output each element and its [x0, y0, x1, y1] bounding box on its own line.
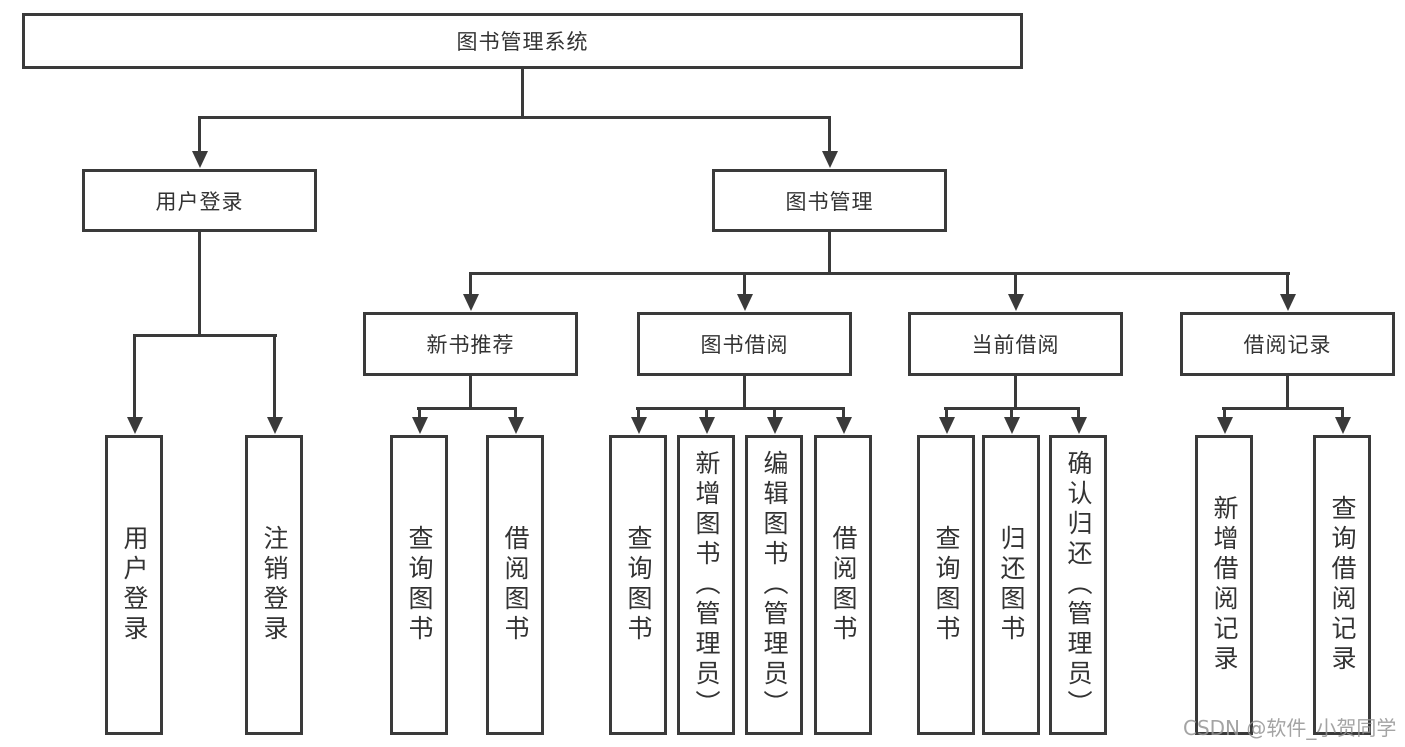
arrow-to-borrowing-records-icon — [1279, 273, 1296, 311]
arrow-to-query-books-2-icon — [630, 408, 647, 434]
node-confirm-return-admin: 确认归还（管理员） — [1049, 435, 1107, 735]
node-user-login-leaf: 用户登录 — [105, 435, 163, 735]
node-query-books-3: 查询图书 — [917, 435, 975, 735]
node-edit-book-admin: 编辑图书（管理员） — [745, 435, 803, 735]
connector-root-stub — [521, 69, 524, 118]
arrow-to-user-login-icon — [191, 117, 208, 168]
node-book-management: 图书管理 — [712, 169, 947, 232]
node-query-books-1: 查询图书 — [390, 435, 448, 735]
connector-new-book-stub — [469, 376, 472, 408]
node-borrow-books-1: 借阅图书 — [486, 435, 544, 735]
arrow-to-query-borrow-record-icon — [1334, 408, 1351, 434]
arrow-to-book-management-icon — [821, 117, 838, 168]
arrow-to-add-borrow-record-icon — [1216, 408, 1233, 434]
connector-book-borrowing-stub — [743, 376, 746, 408]
node-query-borrow-record: 查询借阅记录 — [1313, 435, 1371, 735]
csdn-watermark: CSDN @软件_小贺同学 — [1183, 716, 1397, 740]
connector-book-management-stub — [828, 232, 831, 274]
node-return-books: 归还图书 — [982, 435, 1040, 735]
node-new-book-recommendation: 新书推荐 — [363, 312, 578, 376]
arrow-to-borrow-books-1-icon — [507, 408, 524, 434]
node-add-borrow-record: 新增借阅记录 — [1195, 435, 1253, 735]
arrow-to-book-borrowing-icon — [736, 273, 753, 311]
node-book-borrowing: 图书借阅 — [637, 312, 852, 376]
arrow-to-user-login-leaf-icon — [126, 335, 143, 434]
arrow-to-return-books-icon — [1003, 408, 1020, 434]
node-borrow-books-2: 借阅图书 — [814, 435, 872, 735]
arrow-to-borrow-books-2-icon — [835, 408, 852, 434]
connector-book-management-hline — [469, 272, 1290, 275]
connector-root-hline — [198, 116, 831, 119]
node-borrowing-records: 借阅记录 — [1180, 312, 1395, 376]
node-logout: 注销登录 — [245, 435, 303, 735]
connector-new-book-hline — [417, 407, 517, 410]
arrow-to-current-borrowing-icon — [1007, 273, 1024, 311]
arrow-to-query-books-1-icon — [411, 408, 428, 434]
connector-user-login-stub — [198, 232, 201, 336]
connector-current-borrowing-stub — [1014, 376, 1017, 408]
node-user-login: 用户登录 — [82, 169, 317, 232]
node-add-book-admin: 新增图书（管理员） — [677, 435, 735, 735]
arrow-to-add-book-icon — [698, 408, 715, 434]
connector-book-borrowing-hline — [636, 407, 845, 410]
arrow-to-query-books-3-icon — [938, 408, 955, 434]
connector-borrowing-records-stub — [1286, 376, 1289, 408]
arrow-to-logout-icon — [266, 335, 283, 434]
arrow-to-confirm-return-icon — [1070, 408, 1087, 434]
connector-borrowing-records-hline — [1222, 407, 1344, 410]
node-current-borrowing: 当前借阅 — [908, 312, 1123, 376]
node-library-management-system: 图书管理系统 — [22, 13, 1023, 69]
arrow-to-new-book-recommendation-icon — [462, 273, 479, 311]
arrow-to-edit-book-icon — [766, 408, 783, 434]
connector-user-login-hline — [133, 334, 277, 337]
node-query-books-2: 查询图书 — [609, 435, 667, 735]
